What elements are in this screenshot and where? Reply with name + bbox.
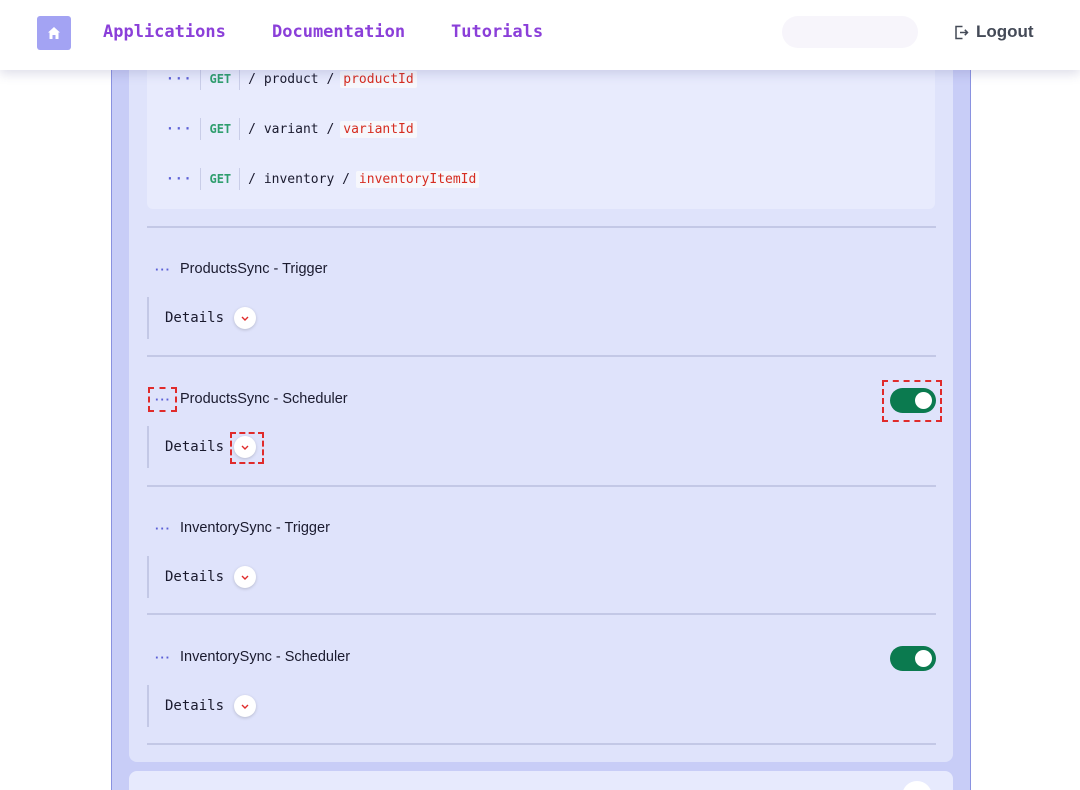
job-title: ProductsSync - Scheduler bbox=[180, 391, 348, 407]
endpoint-row[interactable]: ··· GET / variant / variantId bbox=[166, 118, 417, 140]
toggle-knob bbox=[915, 392, 932, 409]
endpoint-method: GET bbox=[209, 72, 232, 86]
job-header: ··· InventorySync - Scheduler bbox=[155, 649, 350, 665]
endpoint-menu-dots-icon[interactable]: ··· bbox=[166, 121, 193, 137]
logout-label: Logout bbox=[976, 22, 1034, 41]
scheduler-toggle-switch[interactable] bbox=[890, 388, 936, 413]
endpoint-method: GET bbox=[209, 172, 232, 186]
logout-button[interactable]: Logout bbox=[954, 22, 1034, 42]
job-header: ··· ProductsSync - Trigger bbox=[155, 261, 327, 277]
top-navigation-bar: Applications Documentation Tutorials Log… bbox=[0, 0, 1080, 70]
chevron-down-icon[interactable] bbox=[234, 695, 257, 717]
job-details-toggle[interactable]: Details bbox=[147, 556, 257, 598]
next-application-card bbox=[129, 771, 953, 790]
job-details-toggle[interactable]: Details bbox=[147, 426, 257, 468]
card-action-button[interactable] bbox=[902, 781, 932, 790]
highlight-box bbox=[148, 387, 177, 412]
endpoints-box bbox=[147, 50, 935, 209]
toggle-knob bbox=[915, 650, 932, 667]
job-menu-dots-icon[interactable]: ··· bbox=[155, 520, 171, 536]
job-header: ··· ProductsSync - Scheduler bbox=[155, 391, 348, 407]
job-details-toggle[interactable]: Details bbox=[147, 297, 257, 339]
endpoint-row[interactable]: ··· GET / inventory / inventoryItemId bbox=[166, 168, 480, 190]
logout-icon bbox=[955, 25, 969, 39]
endpoint-path: / variant / bbox=[248, 121, 335, 137]
scheduler-toggle-switch[interactable] bbox=[890, 646, 936, 671]
job-details-toggle[interactable]: Details bbox=[147, 685, 257, 727]
nav-applications-link[interactable]: Applications bbox=[103, 22, 226, 42]
endpoint-path: / inventory / bbox=[248, 171, 350, 187]
section-divider bbox=[147, 355, 936, 357]
job-menu-dots-icon[interactable]: ··· bbox=[155, 649, 171, 665]
endpoint-row[interactable]: ··· GET / product / productId bbox=[166, 68, 417, 90]
job-title: ProductsSync - Trigger bbox=[180, 261, 328, 277]
section-divider bbox=[147, 226, 936, 228]
endpoint-param: inventoryItemId bbox=[355, 170, 480, 188]
endpoint-method: GET bbox=[209, 122, 232, 136]
home-icon bbox=[48, 27, 60, 39]
highlight-box bbox=[230, 432, 264, 464]
endpoint-param: productId bbox=[340, 70, 417, 88]
details-label: Details bbox=[165, 310, 225, 326]
details-label: Details bbox=[165, 698, 225, 714]
job-title: InventorySync - Trigger bbox=[180, 520, 330, 536]
section-divider bbox=[147, 613, 936, 615]
section-divider bbox=[147, 485, 936, 487]
nav-tutorials-link[interactable]: Tutorials bbox=[451, 22, 544, 42]
endpoint-param: variantId bbox=[340, 120, 417, 138]
faded-header-pill bbox=[782, 16, 918, 48]
details-label: Details bbox=[165, 439, 225, 455]
endpoint-menu-dots-icon[interactable]: ··· bbox=[166, 71, 193, 87]
highlight-box bbox=[882, 380, 942, 422]
job-menu-dots-icon[interactable]: ··· bbox=[155, 261, 171, 277]
chevron-down-icon[interactable] bbox=[234, 436, 257, 458]
job-header: ··· InventorySync - Trigger bbox=[155, 520, 330, 536]
details-label: Details bbox=[165, 569, 225, 585]
job-title: InventorySync - Scheduler bbox=[180, 649, 351, 665]
chevron-down-icon[interactable] bbox=[234, 566, 257, 588]
section-divider bbox=[147, 743, 936, 745]
endpoint-path: / product / bbox=[248, 71, 335, 87]
nav-documentation-link[interactable]: Documentation bbox=[272, 22, 406, 42]
chevron-down-icon[interactable] bbox=[234, 307, 257, 329]
endpoint-menu-dots-icon[interactable]: ··· bbox=[166, 171, 193, 187]
job-menu-dots-icon[interactable]: ··· bbox=[155, 391, 171, 407]
home-button[interactable] bbox=[37, 16, 71, 50]
